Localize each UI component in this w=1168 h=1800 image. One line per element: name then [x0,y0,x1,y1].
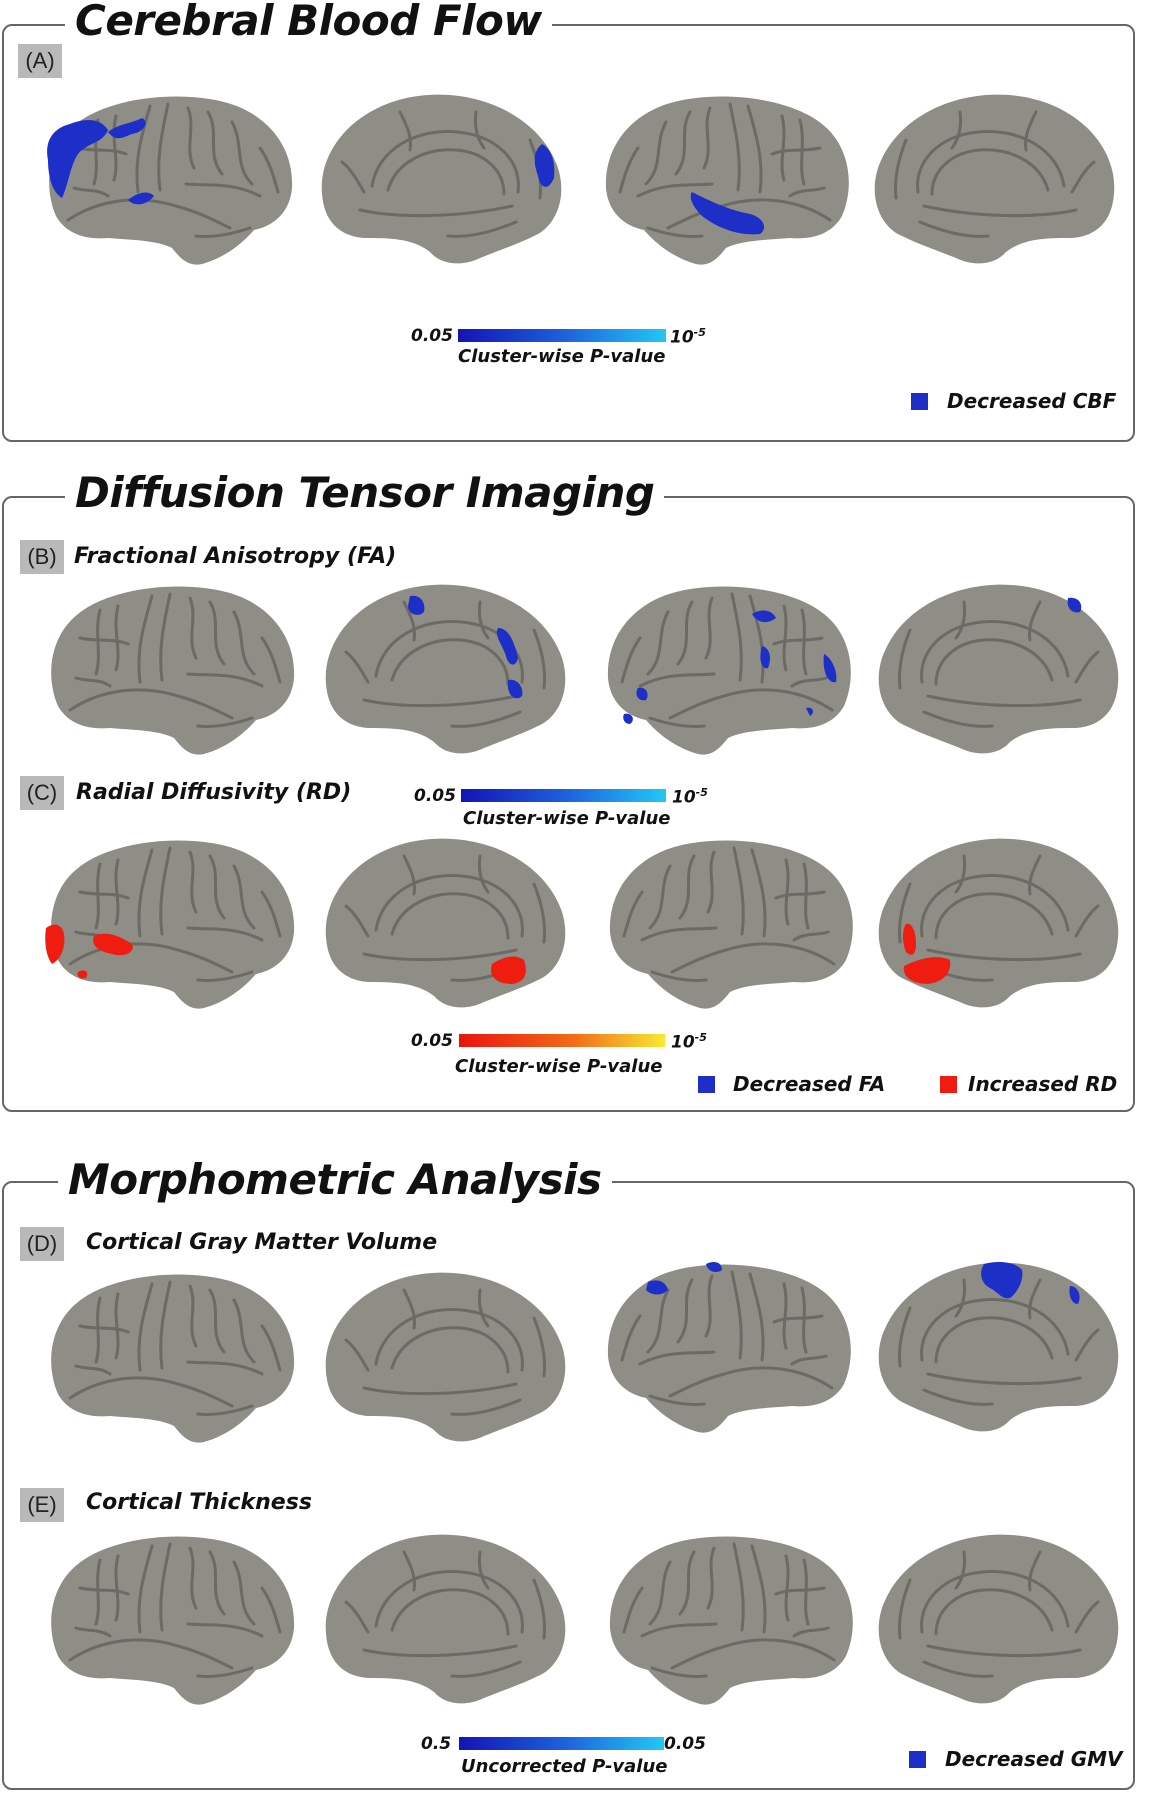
panel-e-label: (E) [20,1488,64,1522]
fa-legend-label: Decreased FA [733,1072,886,1096]
panel-d-label: (D) [20,1227,64,1261]
cbf-section [2,24,1135,442]
fa-colorbar-max-exp: -5 [695,786,708,799]
ct-brain-left-medial [312,1528,572,1708]
cbf-colorbar-max: 10-5 [670,326,706,348]
panel-e-title: Cortical Thickness [86,1490,312,1515]
rd-colorbar-max-exp: -5 [694,1031,707,1044]
gmv-brain-left-medial [312,1266,572,1446]
fa-colorbar-max-base: 10 [672,787,696,808]
cbf-brain-left-medial [308,88,568,268]
panel-c-title: Radial Diffusivity (RD) [76,780,352,805]
fa-colorbar-max: 10-5 [672,786,708,808]
gmv-brain-right-lateral [602,1262,862,1436]
fa-brain-right-lateral [602,578,862,758]
fa-colorbar [461,789,666,802]
fa-colorbar-caption: Cluster-wise P-value [463,808,671,829]
fa-brain-left-lateral [40,578,300,758]
panel-a-label: (A) [18,44,62,78]
morph-colorbar-max: 0.05 [664,1734,706,1754]
cbf-legend-swatch [911,393,928,410]
ct-brain-left-lateral [40,1528,300,1708]
cbf-colorbar [458,329,666,342]
panel-c-label: (C) [20,776,64,810]
gmv-legend-label: Decreased GMV [945,1747,1123,1771]
panel-d-title: Cortical Gray Matter Volume [86,1230,438,1255]
rd-brain-left-medial [312,832,572,1012]
morph-colorbar [459,1737,664,1750]
ct-brain-right-medial [872,1528,1132,1708]
cbf-brain-left-lateral [47,88,298,268]
rd-brain-right-medial [872,832,1132,1012]
ct-brain-right-lateral [604,1528,864,1708]
cbf-colorbar-max-base: 10 [670,327,694,348]
gmv-brain-left-lateral [40,1266,300,1446]
cbf-colorbar-min: 0.05 [411,326,453,346]
cbf-colorbar-max-exp: -5 [693,326,706,339]
cbf-brain-right-lateral [600,88,860,268]
dti-section-title: Diffusion Tensor Imaging [65,468,665,518]
panel-b-label: (B) [20,540,64,574]
rd-colorbar-max-base: 10 [671,1032,695,1053]
rd-colorbar-max: 10-5 [671,1031,707,1053]
rd-brain-right-lateral [604,832,864,1012]
rd-colorbar-caption: Cluster-wise P-value [455,1056,663,1077]
morph-colorbar-caption: Uncorrected P-value [461,1756,668,1777]
fa-legend-swatch [698,1076,715,1093]
gmv-brain-right-medial [872,1256,1132,1436]
gmv-legend-swatch [909,1751,926,1768]
morph-section-title: Morphometric Analysis [58,1155,612,1205]
rd-colorbar-min: 0.05 [411,1031,453,1051]
cbf-colorbar-caption: Cluster-wise P-value [458,346,666,367]
panel-b-title: Fractional Anisotropy (FA) [74,544,397,569]
fa-colorbar-min: 0.05 [414,786,456,806]
rd-legend-swatch [940,1076,957,1093]
cbf-legend-label: Decreased CBF [947,389,1117,413]
rd-brain-left-lateral [45,832,300,1012]
morph-colorbar-min: 0.5 [421,1734,452,1754]
rd-legend-label: Increased RD [968,1072,1118,1096]
cbf-brain-right-medial [868,88,1128,268]
fa-brain-right-medial [872,578,1132,758]
fa-brain-left-medial [312,578,572,758]
cbf-section-title: Cerebral Blood Flow [65,0,552,46]
rd-colorbar [459,1034,665,1047]
